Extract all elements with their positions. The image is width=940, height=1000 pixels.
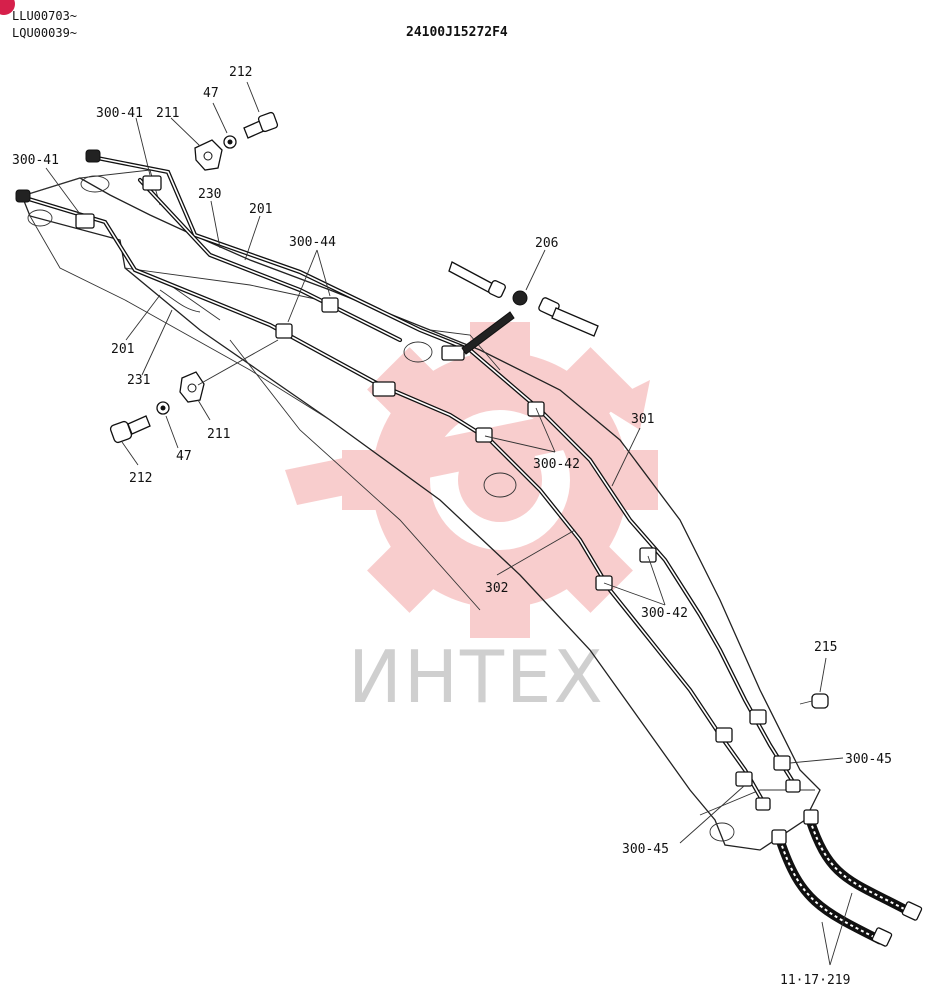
pipe-end-bottom-b	[755, 797, 771, 811]
callout-211-top: 211	[156, 106, 179, 121]
clamp-300-42-a	[475, 401, 545, 443]
part-47-bottom	[156, 401, 170, 415]
serial-range-1: LLU00703~	[12, 9, 77, 23]
pipe-end-fitting-top	[85, 149, 101, 163]
callout-300-41-a: 300-41	[96, 106, 143, 121]
leader-lines	[45, 81, 853, 966]
drawing-number: 24100J15272F4	[406, 25, 508, 40]
hose-assembly-a	[771, 829, 893, 947]
callout-302: 302	[485, 581, 508, 596]
clamp-300-45-a	[773, 755, 791, 771]
callout-206: 206	[535, 236, 558, 251]
clamp-lower	[715, 709, 767, 743]
clamp-300-45-b	[735, 771, 753, 787]
pipe-end-bottom-a	[785, 779, 801, 793]
pipe-301	[89, 154, 798, 788]
hose-assembly-b	[803, 809, 923, 921]
callout-300-42-b: 300-42	[641, 606, 688, 621]
part-206-assembly	[448, 261, 599, 355]
clamp-300-41-b	[75, 213, 95, 229]
callout-201-top: 201	[249, 202, 272, 217]
clamp-300-41-a	[142, 175, 162, 191]
callout-300-44: 300-44	[289, 235, 336, 250]
watermark-logo	[285, 322, 658, 638]
callout-201-left: 201	[111, 342, 134, 357]
serial-range-2: LQU00039~	[12, 26, 77, 40]
callout-301: 301	[631, 412, 654, 427]
callout-231: 231	[127, 373, 150, 388]
part-47-top	[223, 135, 237, 149]
callout-300-42-a: 300-42	[533, 457, 580, 472]
callout-212-top: 212	[229, 65, 252, 80]
clamp-300-42-b	[595, 547, 657, 591]
boom-outline	[21, 169, 821, 851]
pipe-302	[19, 194, 768, 808]
corner-badge	[0, 0, 15, 15]
part-212-top	[243, 111, 279, 139]
clamp-300-44-a	[321, 297, 339, 313]
clamp-300-44-b	[275, 323, 293, 339]
pipe-end-fitting-left	[15, 189, 31, 203]
clamp-pair-mid	[372, 345, 465, 397]
part-211-top	[194, 139, 223, 171]
callout-300-41-b: 300-41	[12, 153, 59, 168]
callout-11-17-219: 11·17·219	[780, 973, 850, 988]
callout-300-45-b: 300-45	[622, 842, 669, 857]
watermark-text: ИНТЕХ	[348, 635, 605, 719]
callout-230: 230	[198, 187, 221, 202]
part-211-bottom	[179, 371, 205, 403]
part-212-bottom	[109, 415, 151, 444]
callout-215: 215	[814, 640, 837, 655]
callout-211-bottom: 211	[207, 427, 230, 442]
part-215-plug	[799, 693, 829, 709]
callout-47-bottom: 47	[176, 449, 192, 464]
callout-47-top: 47	[203, 86, 219, 101]
callout-212-bottom: 212	[129, 471, 152, 486]
callout-300-45-a: 300-45	[845, 752, 892, 767]
